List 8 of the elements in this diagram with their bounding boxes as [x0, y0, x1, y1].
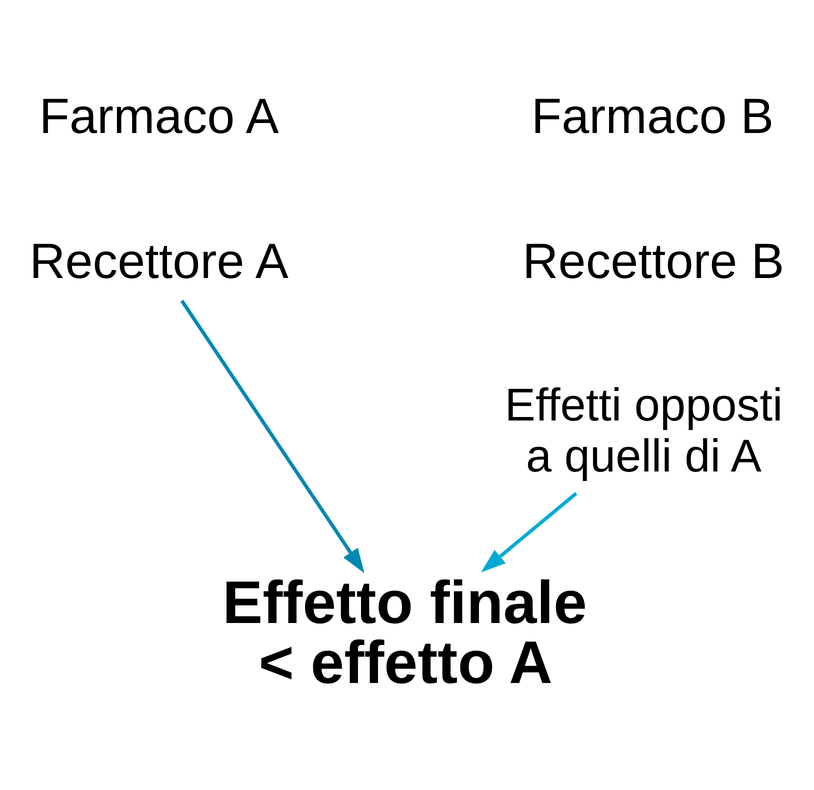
node-text: Effetti opposti a quelli di A: [504, 378, 783, 482]
node-text: Farmaco B: [531, 88, 774, 144]
arrow: [481, 492, 578, 572]
node-text: Effetto finale < effetto A: [222, 568, 587, 696]
node-text: Recettore B: [522, 232, 784, 289]
node-text: Recettore A: [29, 232, 288, 289]
arrow: [180, 300, 364, 574]
node-text: Farmaco A: [39, 88, 279, 144]
